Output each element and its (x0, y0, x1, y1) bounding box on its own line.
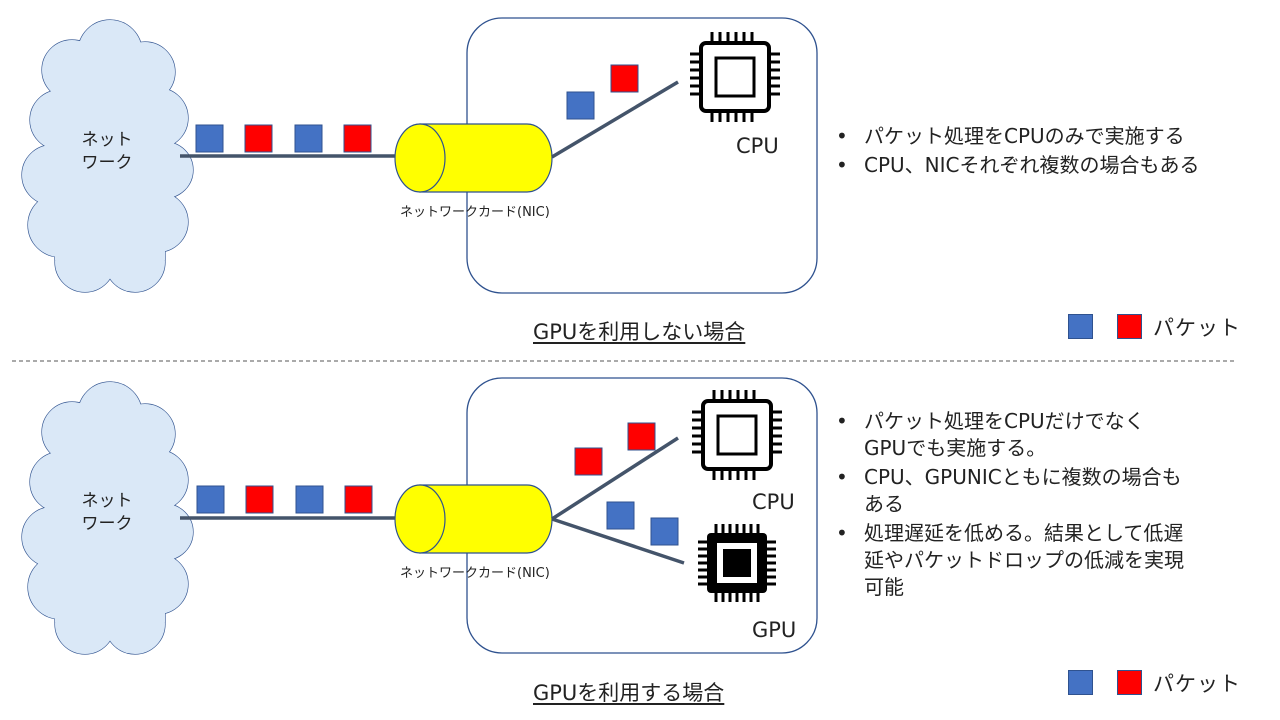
packet-bottom-2 (245, 485, 274, 514)
description-item: 処理遅延を低める。結果として低遅 延やパケットドロップの低減を実現 可能 (830, 520, 1184, 601)
legend-label: パケット (1153, 316, 1241, 340)
description-list: パケット処理をCPUだけでなく GPUでも実施する。 CPU、GPUNICともに… (830, 408, 1184, 603)
gpu-label: GPU (752, 618, 797, 642)
nic-cylinder-top (394, 123, 553, 193)
description-line: 可能 (864, 575, 904, 599)
diagram-caption: GPUを利用しない場合 (533, 320, 746, 344)
cloud-label-line-1: ネット (81, 130, 133, 150)
packet-top-1 (195, 124, 224, 153)
packet-bottom-1 (196, 485, 225, 514)
packet-top-6 (610, 64, 639, 93)
description-line: 延やパケットドロップの低減を実現 (864, 548, 1184, 572)
legend-label: パケット (1153, 672, 1241, 696)
packet-bottom-4 (344, 485, 373, 514)
legend-packet-red (1117, 314, 1142, 339)
network-cloud-label: ネット ワーク (57, 490, 157, 536)
nic-label: ネットワークカード(NIC) (400, 205, 550, 220)
description-line: ある (864, 492, 904, 516)
cpu-link-top (551, 80, 679, 159)
packet-bottom-7 (606, 501, 635, 530)
cloud-label-line-2: ワーク (81, 514, 133, 534)
description-line: パケット処理をCPUだけでなく (864, 409, 1145, 433)
legend-packet-blue (1068, 670, 1093, 695)
gpu-chip-icon (698, 524, 776, 602)
description-line: GPUでも実施する。 (864, 436, 1047, 460)
description-item: パケット処理をCPUだけでなく GPUでも実施する。 (830, 408, 1184, 462)
packet-top-5 (566, 91, 595, 120)
packet-top-3 (294, 124, 323, 153)
description-item: パケット処理をCPUのみで実施する (830, 123, 1200, 150)
cpu-chip-icon (690, 32, 780, 122)
diagram-caption: GPUを利用する場合 (533, 681, 725, 705)
cpu-chip-icon (692, 390, 782, 480)
description-line: CPU、GPUNICともに複数の場合も (864, 465, 1182, 489)
description-item: CPU、GPUNICともに複数の場合も ある (830, 464, 1184, 518)
gpu-link-bottom (551, 517, 685, 565)
nic-label: ネットワークカード(NIC) (400, 566, 550, 581)
legend-packet-red (1117, 670, 1142, 695)
cpu-label: CPU (736, 134, 779, 158)
nic-cylinder-bottom (394, 484, 553, 554)
description-line: 処理遅延を低める。結果として低遅 (864, 521, 1184, 545)
packet-bottom-6 (627, 422, 656, 451)
cpu-label: CPU (752, 490, 795, 514)
packet-top-2 (244, 124, 273, 153)
packet-bottom-3 (295, 485, 324, 514)
description-list: パケット処理をCPUのみで実施する CPU、NICそれぞれ複数の場合もある (830, 123, 1200, 181)
cpu-link-bottom (551, 436, 679, 521)
packet-bottom-8 (650, 517, 679, 546)
network-cloud-label: ネット ワーク (57, 129, 157, 175)
cloud-label-line-1: ネット (81, 491, 133, 511)
packet-bottom-5 (574, 447, 603, 476)
packet-top-4 (343, 124, 372, 153)
description-item: CPU、NICそれぞれ複数の場合もある (830, 152, 1200, 179)
legend-packet-blue (1068, 314, 1093, 339)
cloud-label-line-2: ワーク (81, 153, 133, 173)
